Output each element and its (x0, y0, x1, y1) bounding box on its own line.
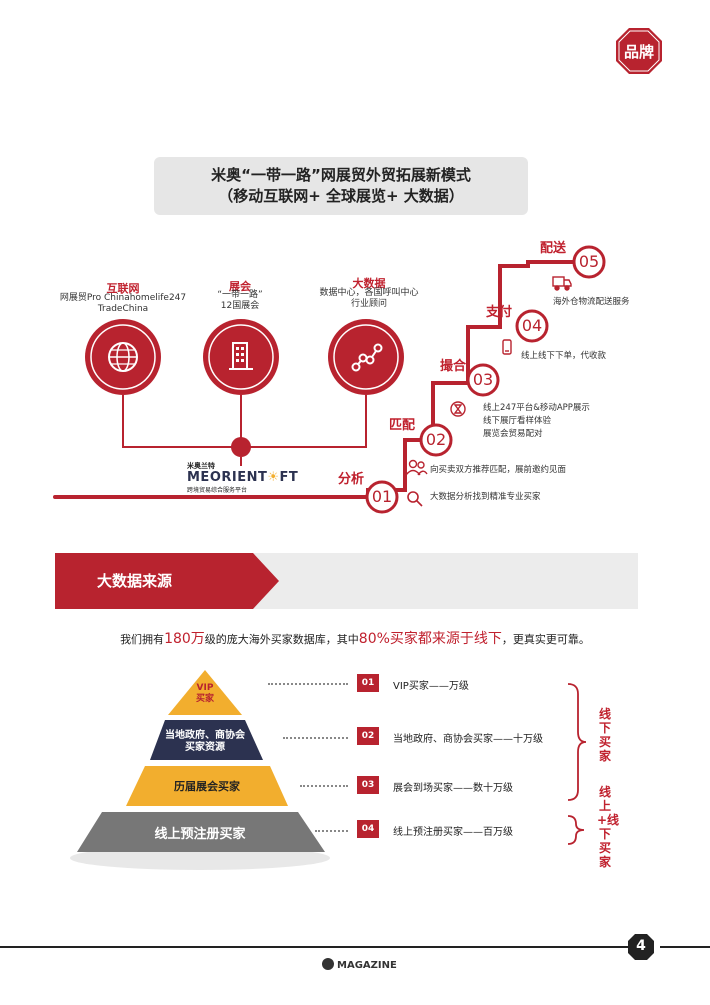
category-label-bigdata: 大数据 (352, 277, 386, 290)
hourglass-icon (450, 401, 466, 417)
pyramid-tier-government (150, 720, 263, 760)
logo-sun-icon: ☀ (267, 470, 280, 485)
step-circle-05 (572, 245, 606, 279)
pyramid-label-government: 当地政府、商协会买家资源 (165, 730, 245, 753)
category-desc-bigdata-2: 行业顾问 (350, 299, 387, 309)
buyer-pyramid (70, 670, 330, 870)
step-circle-01 (365, 480, 399, 514)
row-num-02: 02 (357, 727, 379, 745)
step-label-analysis: 分析 (338, 472, 365, 487)
globe-logo-icon (322, 958, 334, 970)
step-num-05: 05 (578, 252, 600, 271)
intro-text: 我们拥有180万级的庞大海外买家数据库，其中80%买家都来源于线下，更真实更可靠… (120, 631, 590, 647)
phone-icon (502, 339, 512, 355)
category-desc-internet-1: 网展贸Pro Chinahomelife247 (59, 293, 187, 303)
globe-icon (85, 319, 161, 395)
data-nodes-icon (328, 319, 404, 395)
logo-sub: 跨境贸易综合服务平台 (187, 487, 248, 494)
process-diagram (53, 245, 606, 514)
category-desc-exhibition-2: 12国展会 (220, 301, 260, 311)
step-desc-01: 大数据分析找到精准专业买家 (430, 492, 541, 502)
intro-highlight-1: 180万 (164, 631, 205, 647)
brand-badge: 品牌 (614, 26, 664, 76)
step-label-payment: 支付 (486, 305, 513, 320)
row-text-02: 当地政府、商协会买家——十万级 (393, 734, 543, 745)
step-desc-02: 向买卖双方推荐匹配，展前邀约见面 (430, 465, 567, 475)
magazine-label: MAGAZINE (337, 960, 397, 971)
title-box: 米奥“一带一路”网展贸外贸拓展新模式 （移动互联网+ 全球展览+ 大数据） (154, 157, 528, 215)
octagon-badge-icon (616, 28, 662, 74)
connector-node-icon (231, 437, 251, 457)
bracket-icon (567, 683, 587, 845)
step-desc-03-2: 线下展厅看样体验 (483, 416, 552, 426)
row-num-03: 03 (357, 776, 379, 794)
pyramid-tier-exhibition (126, 766, 288, 806)
row-num-01: 01 (357, 674, 379, 692)
offline-buyers-label: 线下买家 (598, 707, 611, 763)
step-num-03: 03 (472, 370, 494, 389)
title-line-2: （移动互联网+ 全球展览+ 大数据） (218, 187, 464, 205)
step-circle-02 (419, 423, 453, 457)
page-number-badge: 4 (627, 933, 655, 961)
step-num-01: 01 (371, 487, 393, 506)
building-icon (203, 319, 279, 395)
pyramid-tier-vip (168, 670, 242, 715)
step-num-02: 02 (425, 430, 447, 449)
category-desc-exhibition-1: “一带一路” (217, 290, 263, 300)
step-desc-05: 海外仓物流配送服务 (553, 297, 630, 307)
title-line-1: 米奥“一带一路”网展贸外贸拓展新模式 (211, 166, 471, 184)
step-desc-03-1: 线上247平台&移动APP展示 (483, 403, 590, 413)
row-text-03: 展会到场买家——数十万级 (393, 783, 513, 794)
online-offline-buyers-label: 线上+线下买家 (597, 785, 620, 869)
step-label-broker: 撮合 (440, 359, 467, 374)
step-label-delivery: 配送 (540, 241, 567, 256)
row-num-04: 04 (357, 820, 379, 838)
step-circle-03 (466, 363, 500, 397)
pyramid-tier-online (77, 812, 325, 852)
step-desc-03-3: 展览会贸易配对 (483, 429, 543, 439)
section-banner: 大数据来源 (55, 553, 638, 609)
section-title: 大数据来源 (97, 572, 173, 590)
step-circle-04 (515, 309, 549, 343)
intro-highlight-2: 80%买家都来源于线下 (358, 631, 502, 647)
brand-badge-label: 品牌 (623, 43, 654, 61)
footer-line (0, 946, 632, 948)
row-text-04: 线上预注册买家——百万级 (393, 827, 513, 838)
category-desc-bigdata-1: 数据中心，各国呼叫中心 (319, 288, 419, 298)
step-desc-04: 线上线下下单，代收款 (521, 351, 607, 361)
category-label-internet: 互联网 (106, 282, 140, 295)
search-icon (407, 491, 423, 507)
pyramid-label-online: 线上预注册买家 (154, 827, 246, 842)
octagon-icon (628, 934, 654, 960)
row-text-01: VIP买家——万级 (393, 681, 469, 692)
users-icon (405, 459, 428, 476)
truck-icon (552, 276, 572, 291)
meorient-logo: 米奥兰特 MEORIENT☀FT 跨境贸易综合服务平台 (187, 462, 299, 494)
magazine-footer: MAGAZINE (322, 958, 397, 971)
logo-main: MEORIENT (187, 470, 268, 485)
category-desc-internet-2: TradeChina (97, 304, 149, 314)
step-label-match: 匹配 (389, 418, 416, 433)
category-label-exhibition: 展会 (229, 280, 251, 293)
step-num-04: 04 (521, 316, 543, 335)
pyramid-label-exhibition: 历届展会买家 (174, 780, 240, 793)
logo-cn: 米奥兰特 (187, 462, 215, 470)
page-number: 4 (636, 938, 646, 954)
